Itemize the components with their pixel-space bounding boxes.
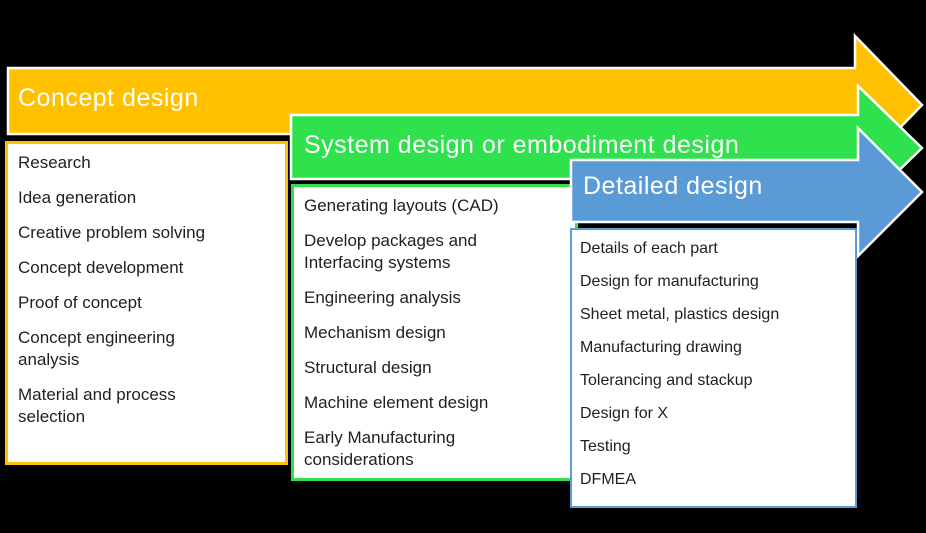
list-item: Manufacturing drawing [580,339,742,356]
list-item: Idea generation [18,188,137,207]
list-item: Mechanism design [304,323,446,342]
list-item: Design for X [580,405,669,422]
system-design-items: Generating layouts (CAD) Develop packages… [294,187,575,471]
list-item: DFMEA [580,471,636,488]
list-item: Tolerancing and stackup [580,372,753,389]
list-item: Early Manufacturing considerations [304,428,456,469]
list-item: Design for manufacturing [580,273,759,290]
list-item: Proof of concept [18,293,142,312]
list-item: Structural design [304,358,432,377]
stage-title-concept-design: Concept design [18,84,199,112]
list-item: Sheet metal, plastics design [580,306,780,323]
stage-title-system-design: System design or embodiment design [304,131,740,159]
stage-title-detailed-design: Detailed design [583,172,763,200]
list-item: Details of each part [580,240,718,257]
list-item: Generating layouts (CAD) [304,196,499,215]
list-item: Engineering analysis [304,288,461,307]
list-item: Creative problem solving [18,223,206,242]
system-design-box: Generating layouts (CAD) Develop packages… [291,184,578,481]
list-item: Concept development [18,258,184,277]
list-item: Testing [580,438,631,455]
list-item: Concept engineering analysis [18,328,175,369]
list-item: Machine element design [304,393,489,412]
list-item: Material and process selection [18,385,176,426]
list-item: Develop packages and Interfacing systems [304,231,477,272]
list-item: Research [18,153,91,172]
